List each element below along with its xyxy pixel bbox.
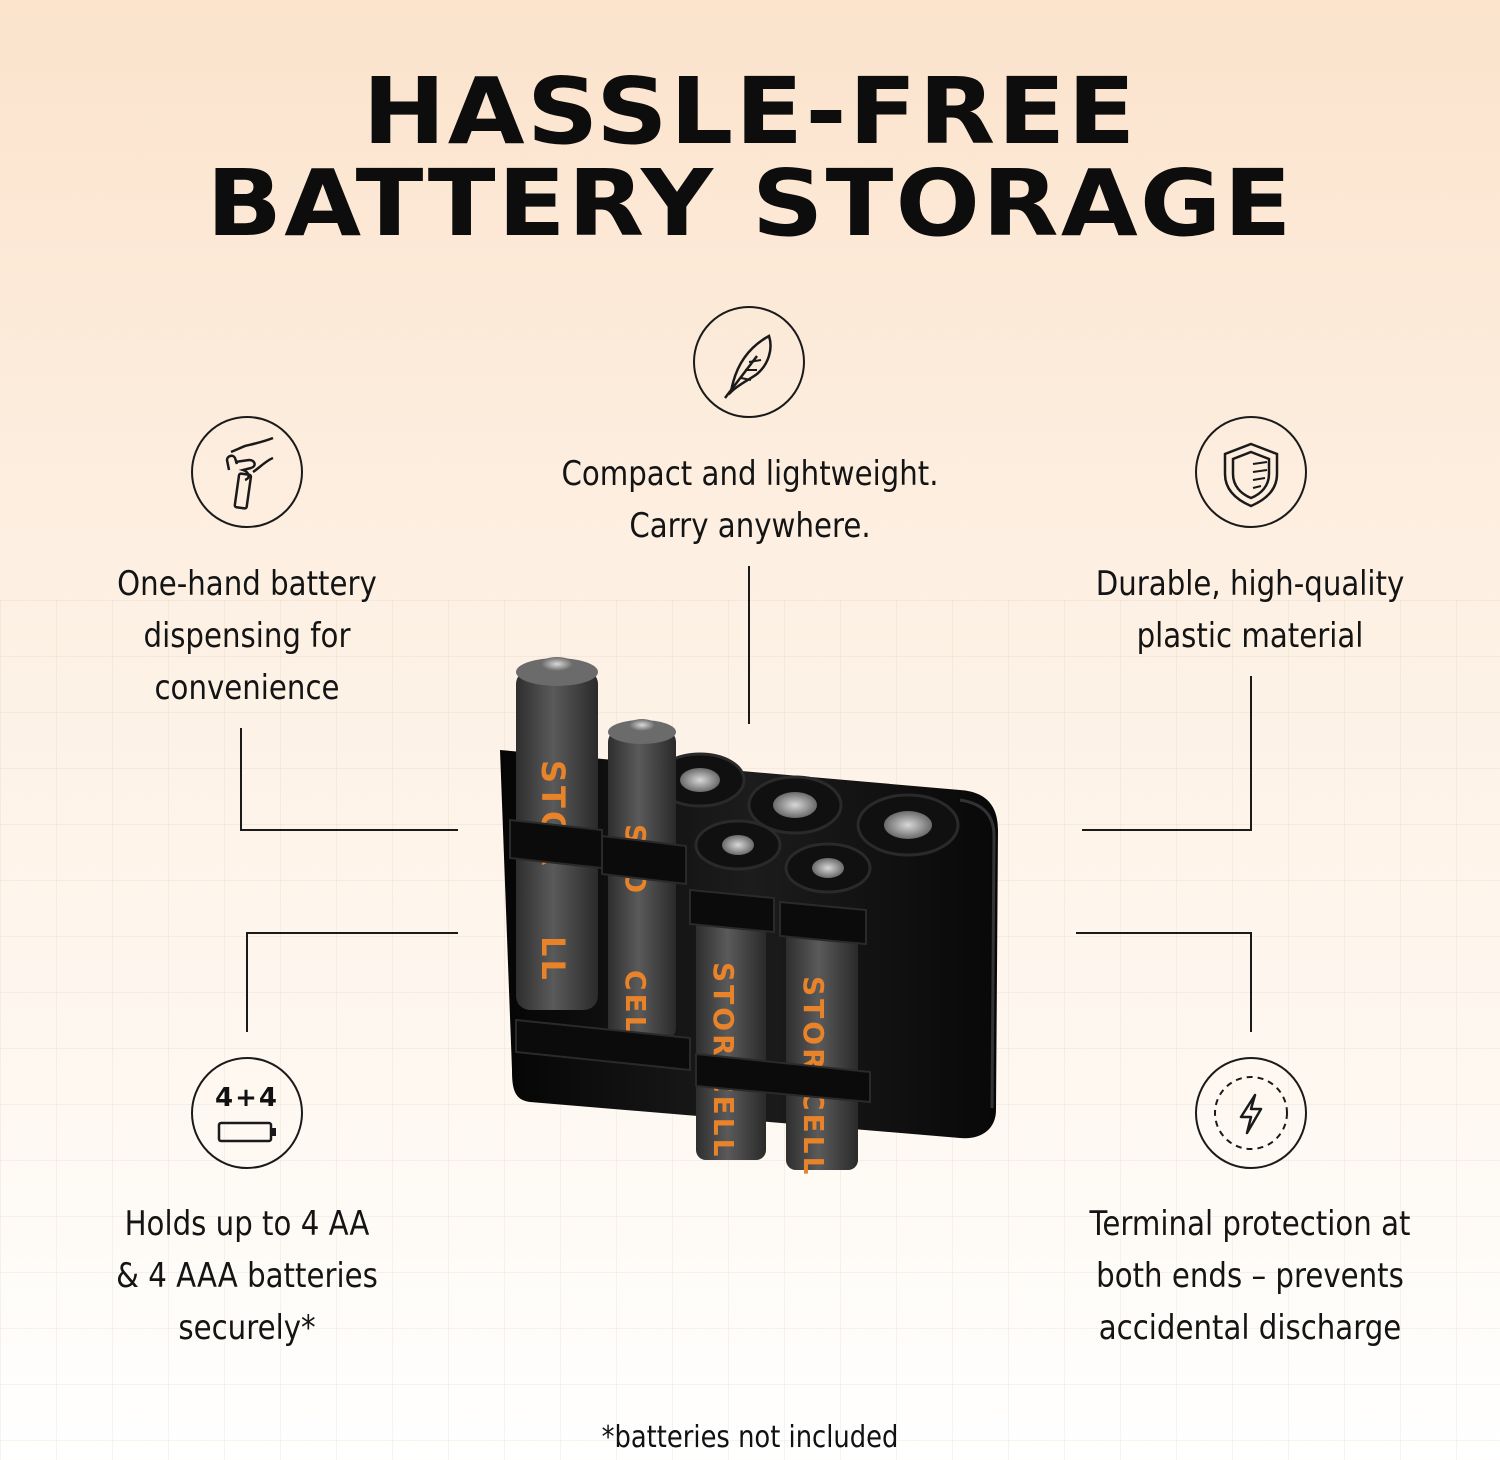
hand-dispense-icon: [191, 416, 303, 528]
feature-compact-line1: Compact and lightweight.: [561, 454, 939, 494]
connector-top: [748, 566, 750, 724]
feature-capacity-line1: Holds up to 4 AA: [124, 1204, 370, 1244]
page-title-line1: HASSLE-FREE: [362, 58, 1138, 165]
connector-top-left-vertical: [240, 728, 242, 831]
feature-durable: Durable, high-quality plastic material: [1061, 558, 1439, 662]
page-title-line2: BATTERY STORAGE: [206, 150, 1294, 257]
feature-capacity-line2: & 4 AAA batteries: [116, 1256, 378, 1296]
connector-bottom-left-vertical: [246, 932, 248, 1032]
svg-text:STOR: STOR: [797, 976, 830, 1073]
battery-case-image: STOR LL STO CELL STOR CELL STOR CELL: [490, 640, 1010, 1180]
feature-one-hand-line2: dispensing for: [143, 616, 351, 656]
svg-text:LL: LL: [534, 936, 572, 983]
feature-durable-line1: Durable, high-quality: [1095, 564, 1405, 604]
feature-terminal-line1: Terminal protection at: [1089, 1204, 1411, 1244]
feature-compact: Compact and lightweight. Carry anywhere.: [535, 448, 965, 552]
lightning-icon: [1195, 1057, 1307, 1169]
connector-top-right-vertical: [1250, 676, 1252, 831]
feature-one-hand-line3: convenience: [154, 668, 340, 708]
svg-text:STOR: STOR: [707, 962, 740, 1059]
shield-icon: [1195, 416, 1307, 528]
connector-top-left-horizontal: [240, 829, 458, 831]
connector-bottom-right-vertical: [1250, 932, 1252, 1032]
feature-durable-line2: plastic material: [1136, 616, 1364, 656]
feature-terminal-line3: accidental discharge: [1098, 1308, 1402, 1348]
feature-compact-line2: Carry anywhere.: [629, 506, 871, 546]
connector-bottom-left-horizontal: [246, 932, 458, 934]
feature-terminal: Terminal protection at both ends – preve…: [1061, 1198, 1439, 1354]
feature-capacity-line3: securely*: [178, 1308, 316, 1348]
feature-terminal-line2: both ends – prevents: [1096, 1256, 1404, 1296]
svg-text:CELL: CELL: [797, 1090, 830, 1177]
footnote: *batteries not included: [601, 1420, 899, 1455]
feature-one-hand: One-hand battery dispensing for convenie…: [69, 558, 425, 714]
connector-top-right-horizontal: [1082, 829, 1252, 831]
battery-count-icon: 4+4: [191, 1057, 303, 1169]
feature-one-hand-line1: One-hand battery: [117, 564, 377, 604]
feather-icon: [693, 306, 805, 418]
connector-bottom-right-horizontal: [1076, 932, 1252, 934]
battery-count-label: 4+4: [215, 1083, 279, 1113]
feature-capacity: Holds up to 4 AA & 4 AAA batteries secur…: [69, 1198, 425, 1354]
